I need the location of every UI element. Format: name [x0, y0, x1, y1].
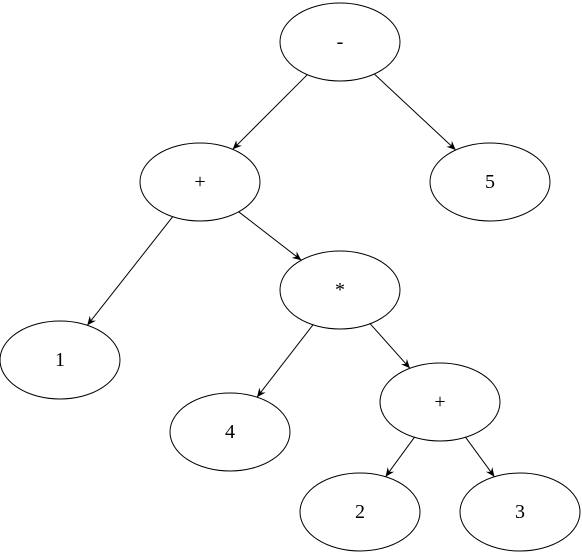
edge-n-root-to-n-5 — [373, 73, 457, 151]
edge-n-plus-top-to-n-times — [238, 211, 302, 261]
node-ellipse — [459, 472, 581, 552]
node-ellipse — [299, 472, 421, 552]
tree-node-n-1: 1 — [0, 320, 121, 400]
tree-node-n-root: - — [279, 2, 401, 82]
tree-node-n-plus-low: + — [379, 362, 501, 442]
node-label: 3 — [515, 501, 525, 523]
edge-n-times-to-n-plus-low — [369, 323, 411, 369]
node-ellipse — [429, 142, 551, 222]
edge-n-plus-low-to-n-2 — [385, 437, 415, 477]
node-label: 1 — [55, 349, 65, 371]
node-ellipse — [169, 392, 291, 472]
tree-node-n-3: 3 — [459, 472, 581, 552]
node-ellipse — [279, 2, 401, 82]
node-label: + — [194, 171, 205, 193]
tree-node-n-times: * — [279, 250, 401, 330]
node-ellipse — [379, 362, 501, 442]
node-label: - — [337, 31, 344, 53]
tree-node-n-5: 5 — [429, 142, 551, 222]
tree-node-n-4: 4 — [169, 392, 291, 472]
node-label: + — [434, 391, 445, 413]
edge-n-times-to-n-4 — [256, 324, 314, 398]
node-ellipse — [139, 142, 261, 222]
node-ellipse — [279, 250, 401, 330]
tree-node-n-plus-top: + — [139, 142, 261, 222]
node-label: 5 — [485, 171, 495, 193]
edge-n-plus-top-to-n-1 — [86, 216, 174, 326]
node-label: 2 — [355, 501, 365, 523]
node-label: * — [335, 279, 345, 301]
edge-n-plus-low-to-n-3 — [465, 437, 495, 477]
node-ellipse — [0, 320, 121, 400]
edge-n-root-to-n-plus-top — [232, 74, 308, 150]
edges-layer — [86, 73, 495, 477]
node-label: 4 — [225, 421, 235, 443]
tree-node-n-2: 2 — [299, 472, 421, 552]
